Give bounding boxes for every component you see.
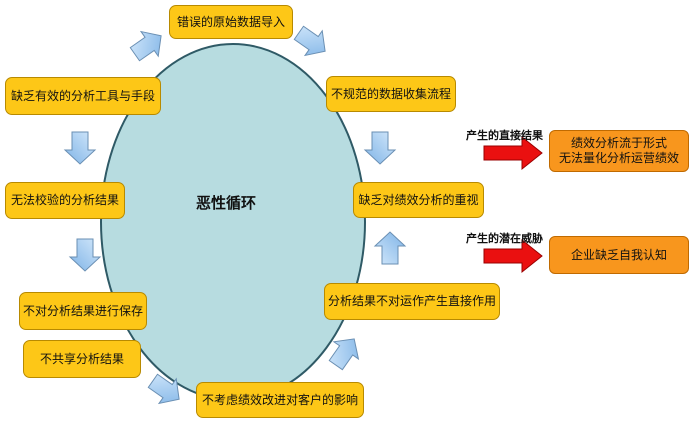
outcome-potential-line-1: 企业缺乏自我认知 xyxy=(570,247,667,262)
cycle-arrow-6 xyxy=(147,373,180,405)
cycle-arrow-7 xyxy=(68,238,102,272)
cycle-step-3: 缺乏对绩效分析的重视 xyxy=(353,182,484,218)
outcome-label-direct: 产生的直接结果 xyxy=(466,129,543,142)
cycle-arrow-4 xyxy=(373,231,407,265)
cycle-step-2: 不规范的数据收集流程 xyxy=(326,76,456,112)
outcome-direct-line-1: 绩效分析流于形式 xyxy=(570,136,667,150)
outcome-label-potential: 产生的潜在威胁 xyxy=(466,232,543,245)
cycle-arrow-8 xyxy=(63,131,97,165)
cycle-arrow-5 xyxy=(328,338,360,371)
red-arrow-direct xyxy=(483,135,543,171)
cycle-step-5: 不考虑绩效改进对客户的影响 xyxy=(196,382,364,418)
outcome-arrows xyxy=(483,135,543,274)
cycle-arrow-1 xyxy=(129,30,162,62)
cycle-step-4: 分析结果不对运作产生直接作用 xyxy=(324,283,500,320)
cycle-step-9: 缺乏有效的分析工具与手段 xyxy=(5,77,161,115)
cycle-step-6: 不共享分析结果 xyxy=(23,340,141,378)
cycle-arrow-2 xyxy=(293,25,326,57)
center-label: 恶性循环 xyxy=(196,194,257,212)
cycle-arrow-3 xyxy=(363,131,397,165)
outcome-box-potential: 企业缺乏自我认知 xyxy=(549,236,689,274)
outcome-box-direct: 绩效分析流于形式 无法量化分析运营绩效 xyxy=(549,130,689,172)
cycle-step-7: 不对分析结果进行保存 xyxy=(19,292,147,330)
cycle-step-1: 错误的原始数据导入 xyxy=(169,5,293,39)
outcome-direct-line-2: 无法量化分析运营绩效 xyxy=(558,151,679,165)
cycle-arrows xyxy=(63,25,407,405)
cycle-step-8: 无法校验的分析结果 xyxy=(5,182,125,219)
red-arrow-potential xyxy=(483,238,543,274)
